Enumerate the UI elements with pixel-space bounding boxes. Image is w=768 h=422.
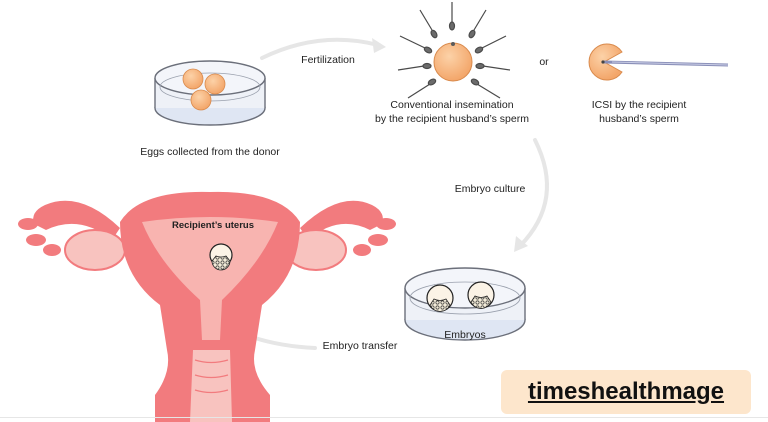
label-or: or: [539, 56, 549, 68]
embryo-icon: [209, 243, 233, 271]
embryo-icon: [426, 284, 454, 312]
arrow-fertilization: [260, 37, 380, 60]
watermark-badge: timeshealthmage: [501, 370, 751, 414]
label-embryo-culture: Embryo culture: [454, 183, 526, 195]
label-conventional-2: by the recipient husband’s sperm: [375, 113, 529, 125]
ovary-left: [64, 229, 126, 271]
embryo-dish: [404, 267, 526, 341]
sperm-icons: [397, 2, 511, 99]
label-fertilization: Fertilization: [301, 54, 355, 66]
egg-icon: [433, 42, 473, 82]
label-embryos: Embryos: [444, 329, 486, 341]
watermark-text: timeshealthmage: [527, 378, 725, 405]
label-eggs: Eggs collected from the donor: [140, 146, 280, 158]
label-conventional-1: Conventional insemination: [390, 99, 514, 111]
label-icsi-1: ICSI by the recipient: [591, 99, 687, 111]
egg-dish: [154, 60, 266, 126]
embryo-icon: [467, 281, 495, 309]
label-icsi-2: husband’s sperm: [599, 113, 679, 125]
label-embryo-transfer: Embryo transfer: [322, 340, 398, 352]
egg-icon: [182, 68, 204, 90]
insemination-illustration: [397, 2, 511, 99]
bottom-divider: [0, 417, 768, 418]
uterus-illustration: [18, 191, 396, 422]
egg-icon: [190, 89, 212, 111]
label-uterus: Recipient’s uterus: [171, 220, 254, 231]
cervix-lines: [194, 359, 229, 394]
fimbriae: [18, 218, 396, 256]
uterine-cavity: [142, 217, 278, 340]
arrow-embryo-culture: [518, 138, 549, 248]
icsi-illustration: [588, 43, 729, 81]
egg-icon: [588, 43, 623, 81]
egg-icon: [204, 73, 226, 95]
